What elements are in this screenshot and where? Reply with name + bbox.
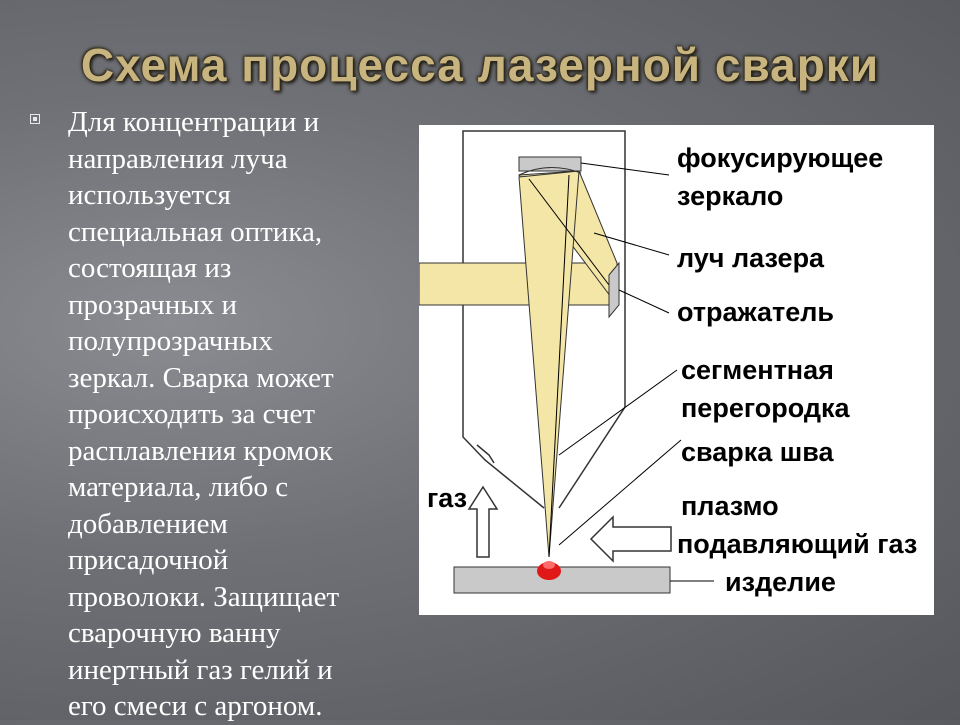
pointer-seam-weld (558, 439, 682, 546)
label-focusing-mirror-1: фокусирующее (677, 143, 883, 173)
gas-inlet-line (476, 444, 495, 464)
focusing-mirror (518, 156, 582, 172)
pointer-segment-partition (558, 369, 678, 456)
beam-ray-line-2 (548, 174, 570, 558)
bullet-text: Для концентрации и направления луча испо… (68, 106, 340, 722)
label-segment-partition-1: сегментная (681, 355, 834, 385)
focused-laser-cone (518, 170, 580, 558)
label-laser-beam: луч лазера (677, 243, 825, 273)
reflector-mirror (608, 261, 620, 319)
weld-pool (537, 562, 561, 580)
mirror-curve (518, 166, 582, 176)
label-reflector: отражатель (677, 297, 834, 327)
laser-welding-diagram: фокусирующее зеркало луч лазера отражате… (419, 125, 934, 615)
square-bullet-icon (30, 114, 40, 124)
label-gas: газ (427, 483, 467, 513)
gas-up-arrow (467, 485, 499, 558)
pointer-reflector (618, 289, 670, 314)
label-focusing-mirror-2: зеркало (677, 181, 783, 211)
label-plasma-gas-1: плазмо (681, 491, 779, 521)
label-seam-weld: сварка шва (681, 437, 835, 467)
incoming-laser-beam (419, 262, 618, 306)
pointer-laser-beam (593, 232, 670, 256)
label-plasma-gas-2: подавляющий газ (677, 529, 917, 559)
diagram-svg: фокусирующее зеркало луч лазера отражате… (419, 130, 917, 597)
pointer-focusing-mirror (580, 162, 670, 176)
plasma-gas-arrow (589, 515, 672, 563)
label-segment-partition-2: перегородка (681, 393, 850, 423)
workpiece (453, 566, 671, 594)
housing-outline-lower (462, 285, 545, 509)
beam-ray-line (528, 178, 610, 286)
label-workpiece: изделие (725, 567, 836, 597)
weld-pool-highlight (543, 561, 555, 569)
slide-title: Схема процесса лазерной сварки (80, 39, 880, 91)
